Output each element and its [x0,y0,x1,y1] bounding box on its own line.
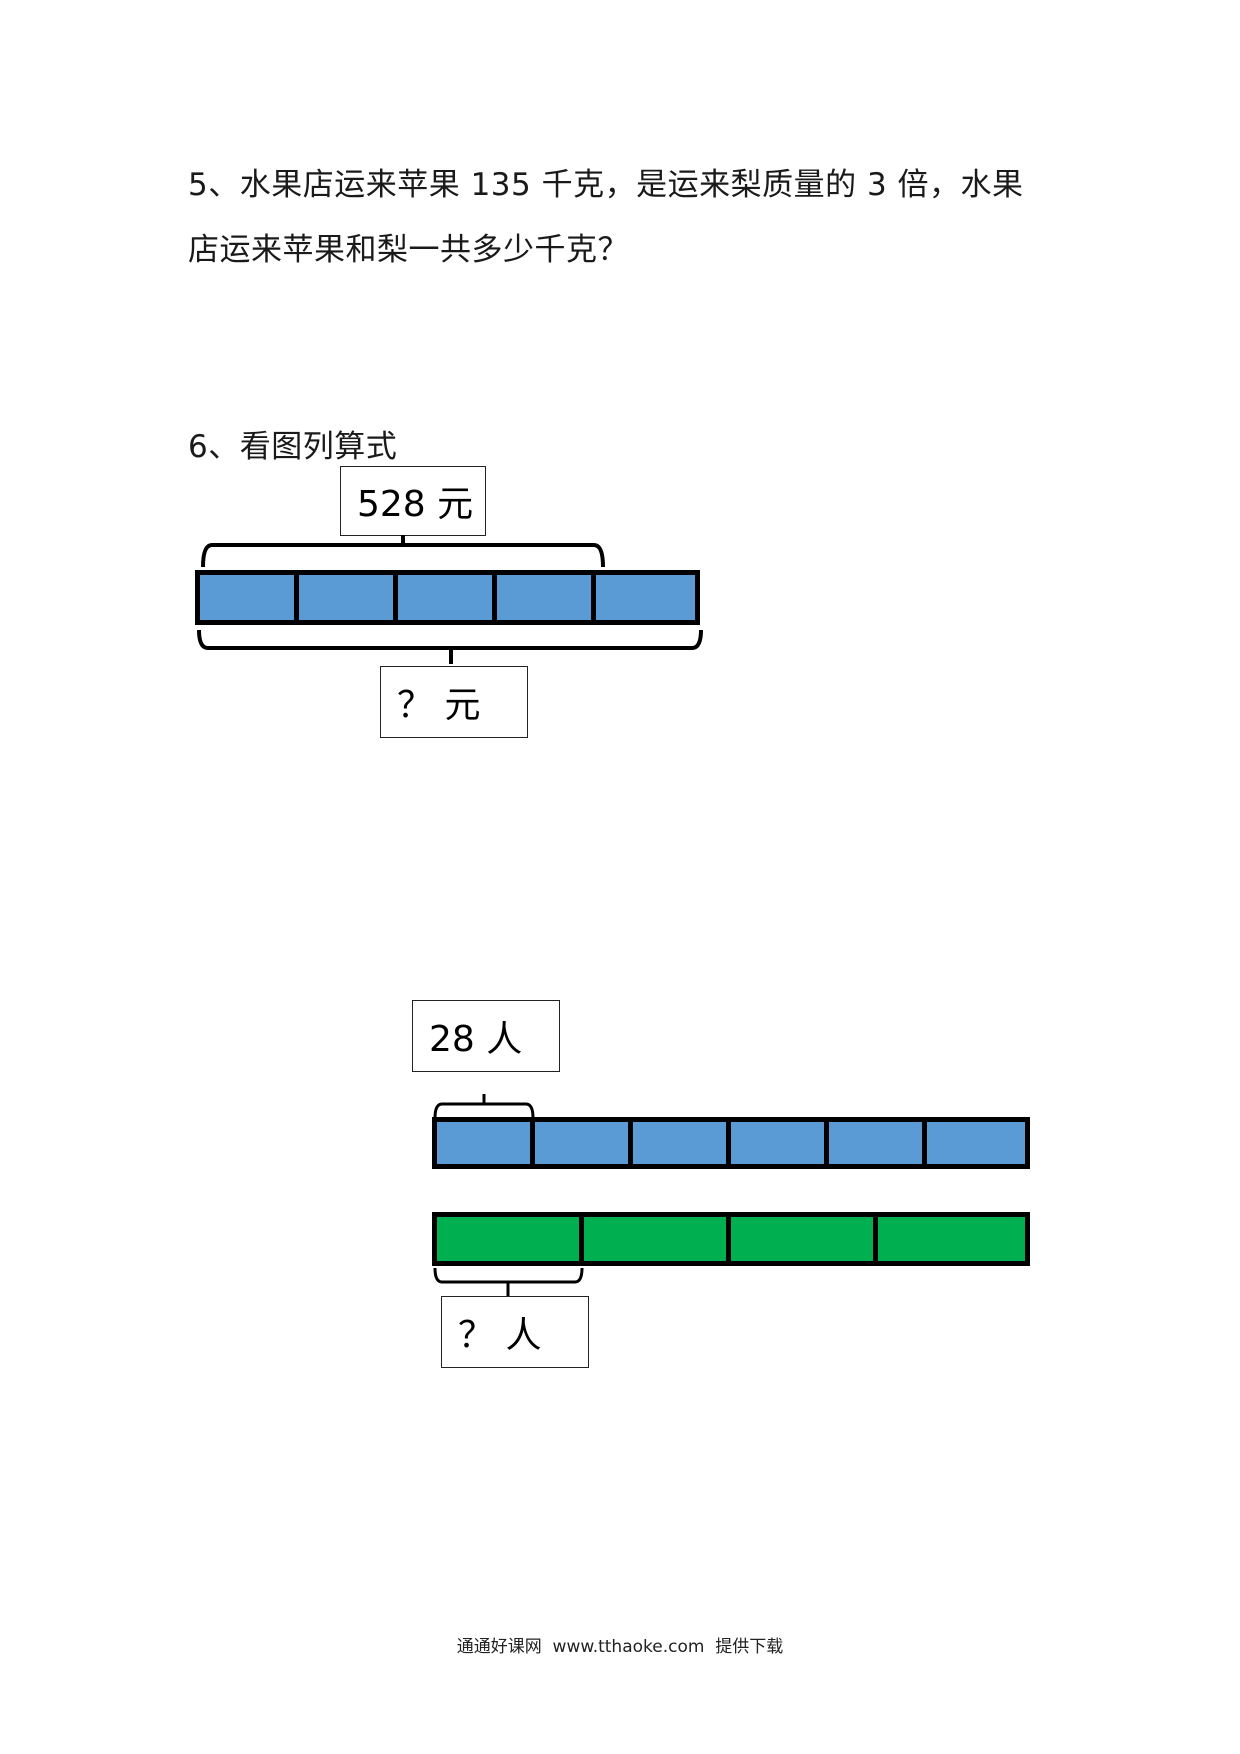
question-5-line-2: 店运来苹果和梨一共多少千克？ [188,232,629,268]
diagram-1-segment [497,575,596,620]
diagram-2-blue-segment [437,1122,536,1164]
diagram-2-blue-segment [535,1122,634,1164]
diagram-2-green-segment [731,1217,878,1261]
diagram-1-segment [398,575,497,620]
diagram-2-green-segment [584,1217,731,1261]
diagram-2-blue-segment [633,1122,732,1164]
diagram-2-bottom-brace [433,1267,584,1298]
diagram-2-blue-segment [731,1122,830,1164]
question-5-line-1: 5、水果店运来苹果 135 千克，是运来梨质量的 3 倍，水果 [188,167,1024,203]
diagram-2-blue-segment [927,1122,1025,1164]
diagram-2-green-bar [432,1212,1030,1266]
diagram-1-top-label: 528 元 [340,466,486,536]
diagram-2-green-segment [878,1217,1025,1261]
diagram-1-segment [299,575,398,620]
diagram-1-segment [596,575,695,620]
question-6-title: 6、看图列算式 [188,429,398,465]
diagram-2-green-segment [437,1217,584,1261]
diagram-1-top-brace [201,535,605,568]
diagram-1-bar [195,570,700,625]
diagram-2-bottom-label: ？ 人 [441,1296,589,1368]
diagram-2-top-label: 28 人 [412,1000,560,1072]
diagram-2-top-brace [433,1094,535,1119]
diagram-1-bottom-label: ？ 元 [380,666,528,738]
diagram-2-blue-segment [829,1122,928,1164]
diagram-1-segment [200,575,299,620]
page-footer: 通通好课网 www.tthaoke.com 提供下载 [456,1637,784,1657]
diagram-1-bottom-brace [197,629,703,664]
diagram-2-blue-bar [432,1117,1030,1169]
